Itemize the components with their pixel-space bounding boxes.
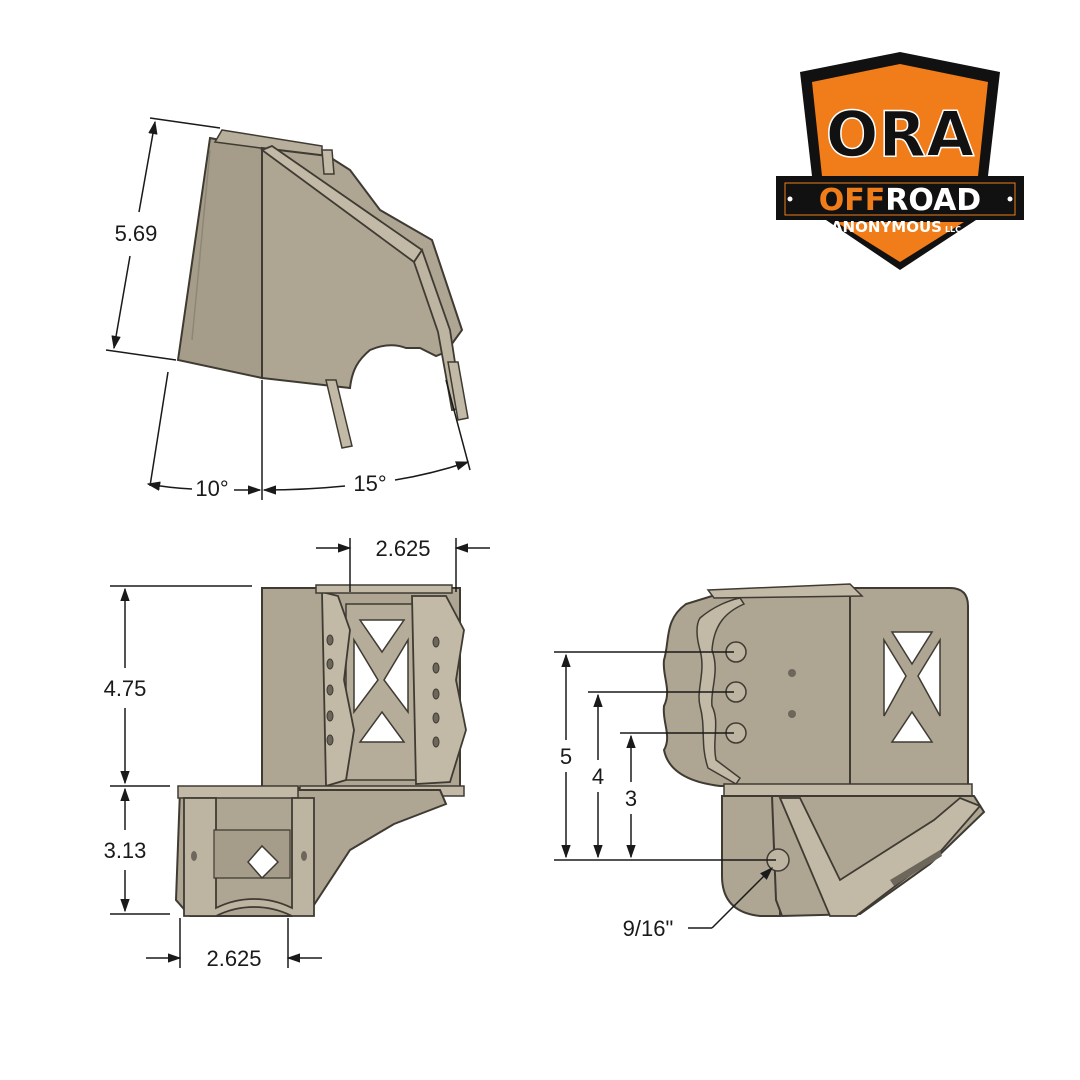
dim-arc-10 bbox=[146, 481, 193, 491]
logo-off-text: OFF bbox=[819, 183, 886, 218]
dim-label-9-16: 9/16" bbox=[623, 916, 674, 941]
dim-label-3-13: 3.13 bbox=[104, 838, 147, 863]
top-view-part bbox=[176, 129, 469, 449]
dim-label-4-75: 4.75 bbox=[104, 676, 147, 701]
dim-line-5-69 bbox=[138, 120, 158, 213]
dim-arc-15 bbox=[262, 485, 346, 495]
logo-banner bbox=[780, 178, 1020, 220]
dim-label-15deg: 15° bbox=[353, 471, 386, 496]
logo-shield-orange-bottom bbox=[836, 222, 964, 262]
logo-road-text: ROAD bbox=[885, 183, 981, 218]
logo-shield-orange bbox=[812, 64, 988, 176]
front-view-part bbox=[174, 584, 467, 917]
side-view-lower-section bbox=[721, 795, 781, 917]
front-view-dimensions bbox=[110, 538, 490, 968]
logo-llc-text: LLC bbox=[945, 225, 961, 234]
side-view-box bbox=[849, 587, 969, 787]
svg-text:OFFROAD: OFFROAD bbox=[819, 183, 981, 218]
top-view-main-face bbox=[261, 146, 464, 390]
dim-label-3: 3 bbox=[625, 786, 637, 811]
dim-label-5-69: 5.69 bbox=[115, 221, 158, 246]
logo-anonymous-text: ANONYMOUS bbox=[831, 218, 942, 236]
side-view-part bbox=[662, 583, 986, 918]
dim-label-5: 5 bbox=[560, 744, 572, 769]
logo-brand-text: ORA bbox=[826, 98, 974, 171]
dim-label-2-625-top: 2.625 bbox=[375, 536, 430, 561]
dim-label-4: 4 bbox=[592, 764, 604, 789]
top-view-dimensions bbox=[105, 117, 471, 500]
dim-label-2-625-bottom: 2.625 bbox=[206, 946, 261, 971]
top-view-left-wall bbox=[176, 136, 263, 380]
side-view-dimensions bbox=[554, 651, 776, 929]
dim-label-10deg: 10° bbox=[195, 476, 228, 501]
side-view-side-plate bbox=[662, 586, 851, 787]
